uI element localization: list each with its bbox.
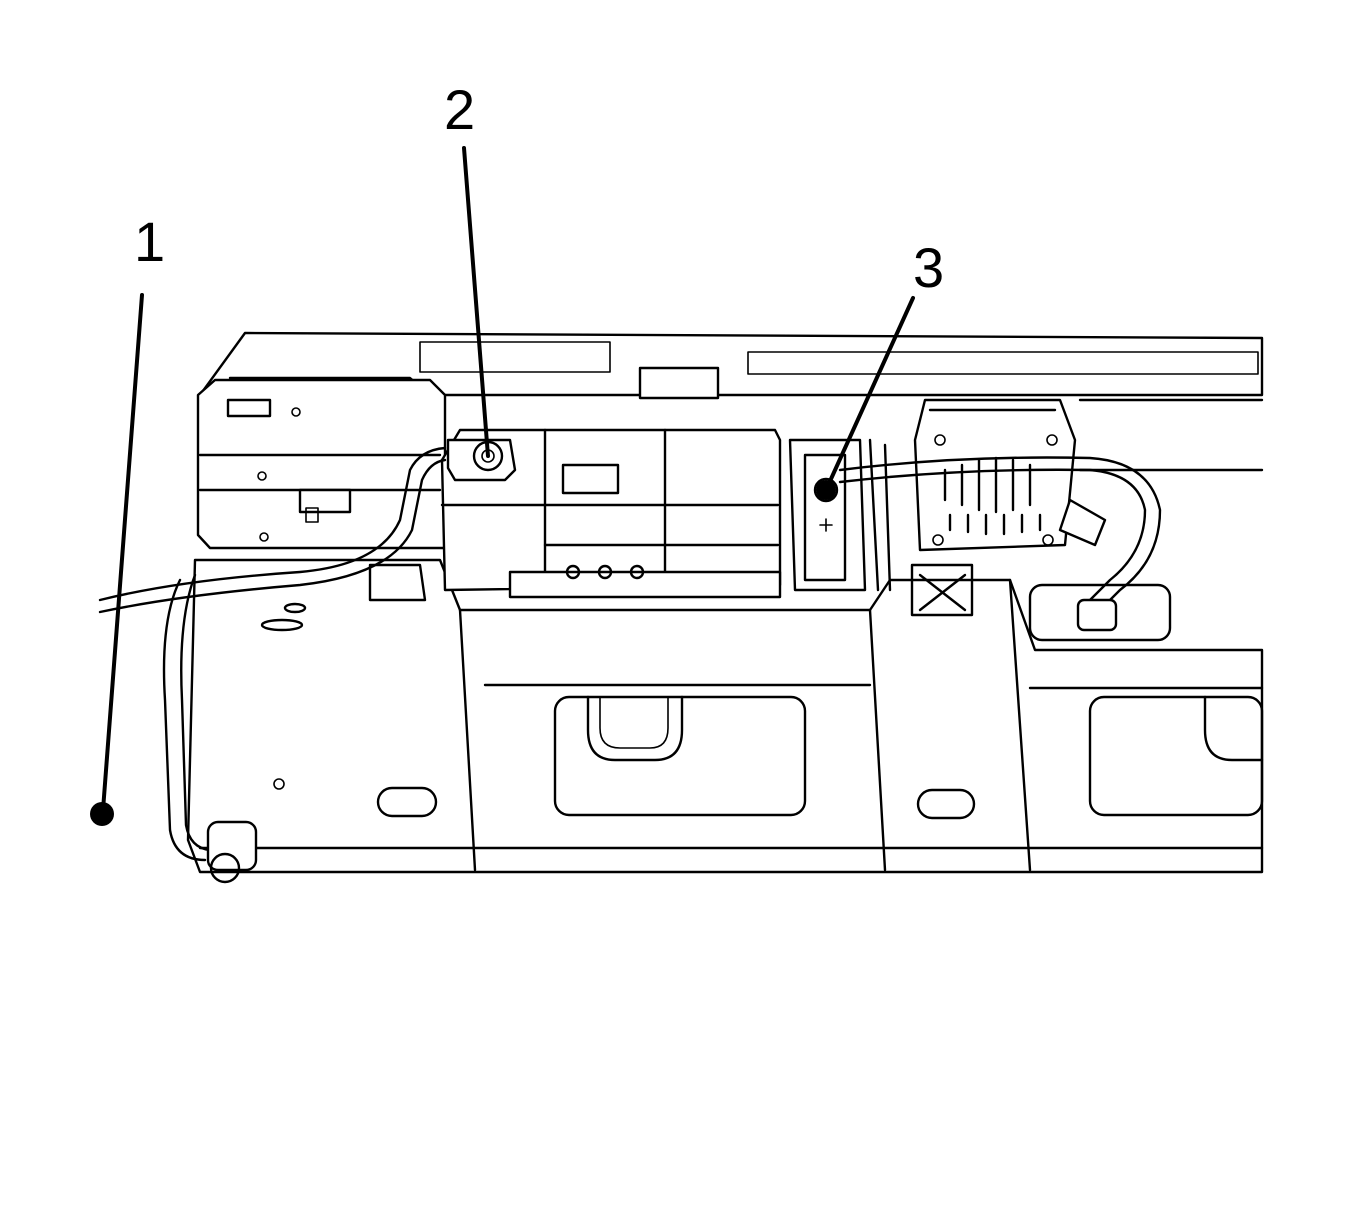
leader-end-dot-3 (816, 480, 836, 500)
callout-1: 1 (134, 210, 166, 273)
leader-end-dot-1 (90, 802, 114, 826)
callout-2: 2 (444, 78, 476, 141)
center-module (440, 428, 782, 599)
leader-line-1 (101, 293, 144, 812)
battery-tray (186, 558, 1264, 874)
leader-line-3 (824, 296, 915, 492)
wiring-harness (98, 446, 1162, 884)
left-module (196, 378, 447, 550)
leader-line-2 (462, 146, 490, 458)
callout-3: 3 (913, 236, 945, 299)
leader-lines (90, 146, 915, 826)
upper-housing (198, 331, 1264, 472)
vented-module (913, 398, 1077, 552)
